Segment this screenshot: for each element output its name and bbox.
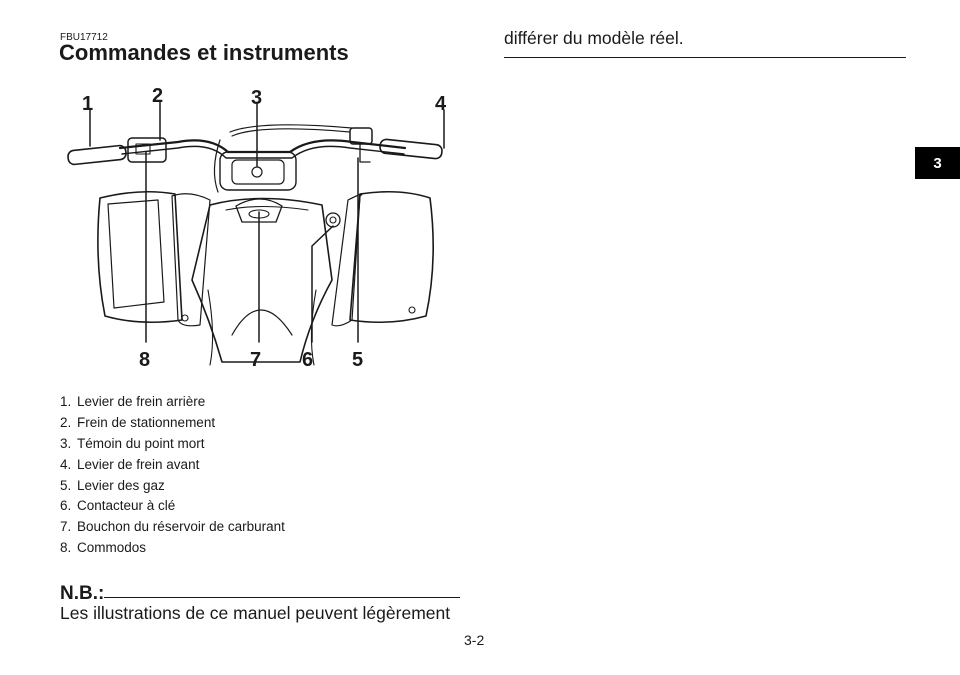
legend-item: 3.Témoin du point mort — [60, 435, 205, 451]
chapter-tab: 3 — [915, 147, 960, 179]
note-text-line2: différer du modèle réel. — [504, 28, 684, 48]
callout-1: 1 — [82, 93, 93, 115]
legend-item: 5.Levier des gaz — [60, 477, 165, 493]
page-number: 3-2 — [464, 632, 485, 648]
legend-item: 6.Contacteur à clé — [60, 498, 176, 514]
callout-4: 4 — [435, 93, 447, 115]
legend-item: 1.Levier de frein arrière — [60, 394, 206, 409]
section-title: Commandes et instruments — [59, 40, 349, 65]
legend-item: 2.Frein de stationnement — [60, 414, 216, 430]
legend-item: 7.Bouchon du réservoir de carburant — [60, 519, 285, 535]
note-divider — [104, 597, 460, 598]
note-heading: N.B.: — [60, 583, 460, 605]
callout-7: 7 — [250, 349, 261, 371]
callout-2: 2 — [152, 85, 163, 107]
callout-5: 5 — [352, 349, 363, 371]
legend-item: 4.Levier de frein avant — [60, 456, 200, 472]
note-label: N.B.: — [60, 583, 105, 604]
callout-3: 3 — [251, 87, 262, 109]
note-text-line1: Les illustrations de ce manuel peuvent l… — [60, 603, 451, 623]
document-code: FBU17712 — [60, 32, 108, 43]
callout-8: 8 — [139, 349, 150, 371]
parts-legend: 1.Levier de frein arrière 2.Frein de sta… — [60, 392, 285, 559]
handlebar-illustration: 1 2 3 4 5 6 7 8 — [67, 85, 447, 371]
callout-6: 6 — [302, 349, 313, 371]
legend-item: 8.Commodos — [60, 540, 147, 556]
note-end-rule — [504, 57, 906, 58]
